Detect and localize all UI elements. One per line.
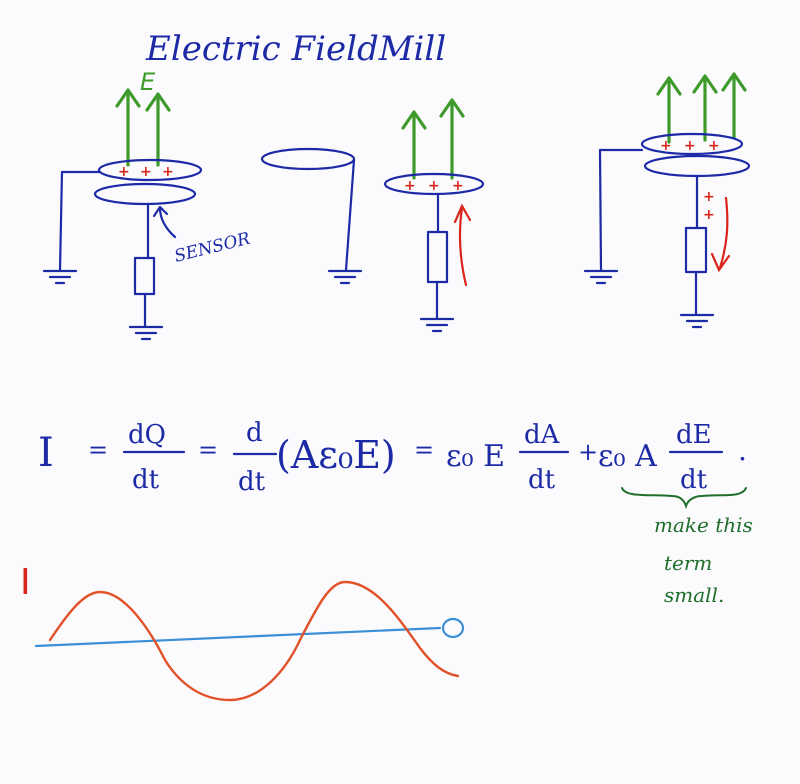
eq-equals-1: =	[88, 436, 108, 464]
sensor-plate-1	[93, 182, 197, 206]
eq-dt-1: dt	[132, 465, 160, 495]
plus-charge: +	[118, 164, 130, 180]
current-arrow-down	[710, 196, 731, 273]
panel-1: E + + + SENSOR	[42, 68, 252, 341]
plus-charge: +	[140, 164, 152, 180]
eq-dt-4: dt	[680, 465, 708, 495]
plus-charge: +	[452, 178, 464, 194]
plus-charge: +	[660, 138, 672, 154]
current-arrow-up	[453, 203, 472, 287]
panel-3: + + + + +	[583, 72, 751, 329]
plus-charge: +	[404, 178, 416, 194]
ground-symbol	[128, 325, 164, 341]
eq-eps0-a: ε₀ A	[598, 439, 657, 474]
eq-current-i: I	[38, 430, 54, 476]
upper-plate-3	[640, 132, 744, 156]
note-line-1: make this	[654, 513, 753, 537]
current-wave	[48, 580, 460, 702]
eq-dq: dQ	[128, 420, 166, 450]
eq-equals-3: =	[414, 436, 434, 464]
sensor-label: SENSOR	[172, 229, 252, 267]
equation: I = dQ dt = d dt (Aε₀E) = ε₀ E dA dt + ε…	[38, 418, 747, 497]
resistor-2	[426, 230, 449, 284]
note-line-2: term	[664, 551, 712, 575]
zero-marker	[441, 617, 465, 639]
upper-plate-1	[97, 158, 203, 182]
plus-charge: +	[708, 138, 720, 154]
eq-period: .	[738, 434, 747, 467]
resistor-1	[133, 256, 156, 296]
eq-d: d	[246, 418, 263, 448]
zero-axis	[34, 626, 442, 648]
resistor-3	[684, 226, 708, 274]
eq-plus: +	[578, 438, 598, 466]
plus-charge: +	[428, 178, 440, 194]
eq-paren-expr: (Aε₀E)	[276, 433, 396, 477]
eq-da: dA	[524, 420, 561, 450]
field-arrows-3	[656, 72, 747, 144]
current-plot: I 0	[20, 562, 465, 702]
title: Electric FieldMill	[145, 29, 446, 69]
ground-symbol	[419, 317, 455, 333]
eq-dt-3: dt	[528, 465, 556, 495]
panel-2: + + +	[260, 98, 485, 333]
underbrace	[621, 487, 747, 510]
eq-eps0-e: ε₀ E	[446, 439, 505, 474]
plot-ylabel-i: I	[20, 562, 31, 603]
plus-charge: +	[162, 164, 174, 180]
sensor-plate-3	[643, 154, 751, 178]
note-line-3: small.	[664, 583, 724, 607]
eq-de: dE	[676, 420, 712, 450]
plus-charge: +	[703, 189, 715, 205]
ground-symbol	[583, 269, 619, 285]
ground-symbol	[679, 313, 715, 329]
plus-charge: +	[703, 207, 715, 223]
field-arrows-1	[115, 88, 171, 167]
plus-charge: +	[684, 138, 696, 154]
eq-dt-2: dt	[238, 467, 266, 497]
ground-symbol	[42, 269, 78, 285]
sensor-pointer	[152, 205, 177, 239]
ground-symbol	[327, 269, 363, 285]
field-label-e: E	[140, 68, 156, 96]
field-arrows-2	[401, 98, 465, 180]
sensor-plate-2	[383, 172, 485, 196]
upper-plate-2	[260, 147, 356, 171]
eq-equals-2: =	[198, 436, 218, 464]
